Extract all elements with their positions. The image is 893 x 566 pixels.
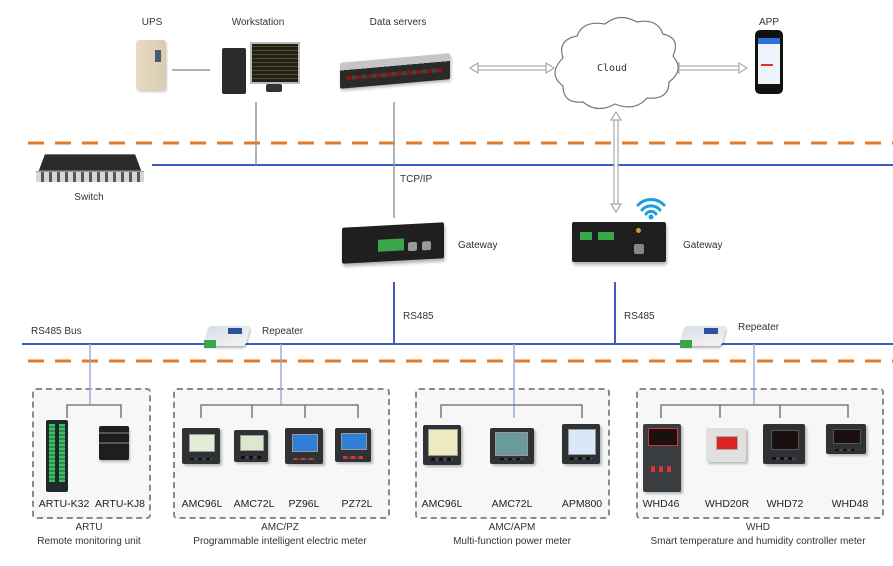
rs485-bus-label: RS485 Bus — [31, 326, 82, 337]
device-label: PZ72L — [341, 498, 373, 510]
device-label: PZ96L — [288, 498, 320, 510]
ups-device[interactable] — [136, 40, 166, 90]
gateway-wired-device[interactable] — [342, 222, 444, 264]
server-cloud-arrow — [468, 61, 556, 75]
repeater-left-label: Repeater — [262, 326, 304, 337]
app-phone[interactable] — [755, 30, 783, 94]
group-caption-amc-apm: AMC/APM Multi-function power meter — [453, 521, 571, 549]
device-label: WHD72 — [766, 498, 804, 510]
cloud-gateway-arrow — [609, 110, 623, 214]
device-pz96l[interactable] — [285, 428, 323, 464]
app-label: APP — [758, 17, 780, 28]
group-description: Remote monitoring unit — [37, 536, 141, 547]
device-artu-kj8[interactable] — [99, 426, 129, 460]
group-name: AMC/PZ — [261, 522, 299, 533]
group-caption-amc-pz: AMC/PZ Programmable intelligent electric… — [193, 521, 366, 549]
group-name: ARTU — [75, 522, 103, 533]
workstation-label: Workstation — [231, 17, 285, 28]
switch-label: Switch — [74, 192, 104, 203]
device-label: APM800 — [561, 498, 603, 510]
device-amc96l[interactable] — [182, 428, 220, 464]
device-amc72l-apm[interactable] — [490, 428, 534, 464]
device-whd20r[interactable] — [706, 428, 746, 462]
cloud-label: Cloud — [596, 63, 628, 74]
device-whd72[interactable] — [763, 424, 805, 464]
repeater-right-label: Repeater — [738, 322, 780, 333]
ups-label: UPS — [141, 17, 163, 28]
tcpip-label: TCP/IP — [400, 174, 433, 185]
group-description: Multi-function power meter — [453, 536, 571, 547]
rs485-left-label: RS485 — [403, 311, 434, 322]
switch-device[interactable] — [36, 153, 144, 183]
device-label: WHD46 — [642, 498, 680, 510]
workstation-device[interactable] — [220, 40, 300, 98]
gateway-wireless-label: Gateway — [683, 240, 723, 251]
device-label: WHD20R — [704, 498, 750, 510]
device-whd46[interactable] — [643, 424, 681, 492]
device-pz72l[interactable] — [335, 428, 371, 462]
data-servers-label: Data servers — [369, 17, 427, 28]
gateway-wireless-device[interactable] — [572, 222, 666, 262]
wifi-icon — [636, 198, 666, 216]
group-description: Smart temperature and humidity controlle… — [650, 536, 866, 547]
repeater-left-device[interactable] — [202, 322, 252, 352]
group-caption-artu: ARTU Remote monitoring unit — [37, 521, 140, 549]
cloud-shape — [554, 16, 679, 110]
group-name: WHD — [746, 522, 770, 533]
device-label: ARTU-K32 — [38, 498, 90, 510]
gateway-wired-label: Gateway — [458, 240, 498, 251]
group-name: AMC/APM — [488, 522, 536, 533]
group-caption-whd: WHD Smart temperature and humidity contr… — [650, 521, 865, 549]
device-label: AMC96L — [421, 498, 463, 510]
device-label: WHD48 — [831, 498, 869, 510]
rs485-right-label: RS485 — [624, 311, 655, 322]
cloud-app-arrow — [669, 61, 749, 75]
group-description: Programmable intelligent electric meter — [193, 536, 367, 547]
device-label: AMC96L — [181, 498, 223, 510]
device-whd48[interactable] — [826, 424, 866, 454]
device-artu-k32[interactable] — [46, 420, 68, 492]
device-label: ARTU-KJ8 — [95, 498, 145, 510]
device-label: AMC72L — [491, 498, 533, 510]
device-apm800[interactable] — [562, 424, 600, 464]
repeater-right-device[interactable] — [678, 322, 728, 352]
device-amc96l-apm[interactable] — [423, 425, 461, 465]
device-label: AMC72L — [233, 498, 275, 510]
device-amc72l[interactable] — [234, 430, 268, 462]
